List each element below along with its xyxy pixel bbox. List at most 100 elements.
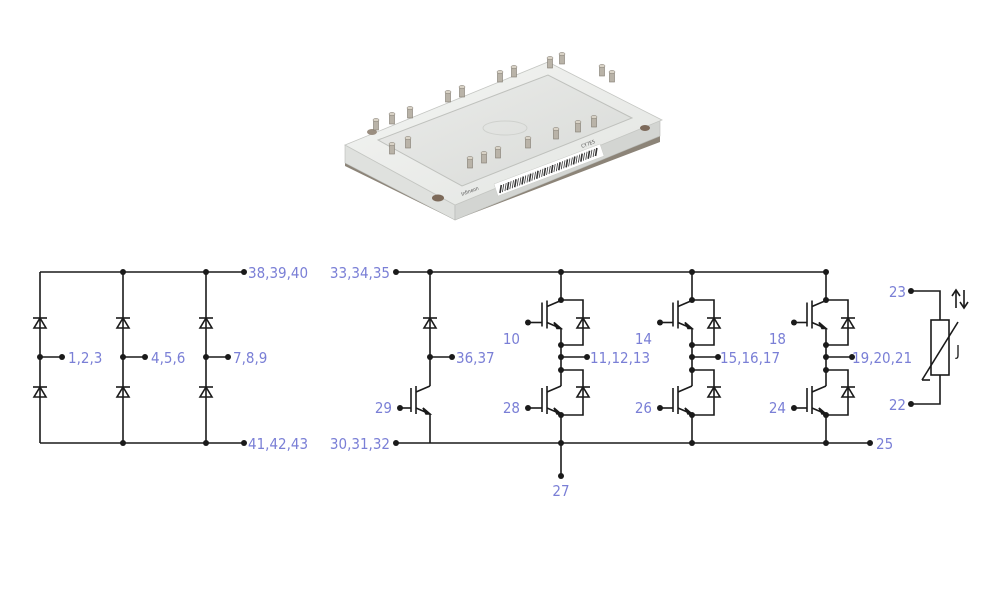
pin-top: [458, 85, 466, 89]
module-pins: [372, 52, 616, 169]
brake-leg: [400, 272, 452, 443]
low-side-igbt: [528, 357, 564, 443]
barcode-bar: [570, 157, 573, 166]
collector-diag: [415, 385, 431, 393]
barcode: [499, 147, 598, 194]
barcode-bar: [509, 181, 512, 190]
label-ntc-top: 23: [889, 283, 906, 301]
collector-diag: [811, 385, 827, 393]
high-freewheel-diode: [840, 316, 856, 329]
phase-junction: [37, 354, 43, 360]
emitter-arrow: [818, 321, 829, 330]
leg-mid-junction: [689, 354, 695, 360]
upper-diode: [32, 316, 48, 329]
diode-junction: [823, 297, 829, 303]
low-freewheel-diode: [706, 385, 722, 398]
label-leg1-output: 11,12,13: [590, 349, 650, 367]
high-diode-loop: [561, 299, 584, 346]
bottom-terminal-dot: [558, 473, 564, 479]
barcode-bar: [592, 148, 595, 157]
brake-output-dot: [449, 354, 455, 360]
upper-diode: [198, 316, 214, 329]
label-leg1-gate-high: 10: [503, 330, 520, 348]
collector-diag: [546, 385, 562, 393]
barcode-bar: [543, 167, 547, 177]
barcode-bar: [568, 158, 571, 167]
diode-triangle: [840, 385, 856, 398]
gate-terminal-dot: [397, 405, 403, 411]
diode-junction: [823, 412, 829, 418]
ntc-wire-top: [911, 290, 941, 320]
barcode-bar: [516, 178, 519, 187]
diode-junction: [823, 342, 829, 348]
gate-terminal-dot: [791, 405, 797, 411]
rect-bottom-terminal-dot: [241, 440, 247, 446]
low-freewheel-diode: [840, 385, 856, 398]
diode-triangle: [115, 385, 131, 398]
pin-top: [546, 56, 554, 60]
label-leg2-output: 15,16,17: [720, 349, 780, 367]
top-rail-junction: [203, 269, 209, 275]
low-side-igbt: [794, 357, 829, 443]
low-diode-loop: [561, 369, 584, 416]
pin-top: [608, 70, 616, 74]
barcode-bar: [563, 160, 566, 169]
pin-top: [406, 106, 414, 110]
phase-junction: [203, 354, 209, 360]
barcode-bar: [524, 175, 527, 184]
label-emitter-sense: 25: [876, 435, 893, 453]
barcode-bar: [572, 156, 576, 165]
barcode-bar: [526, 174, 529, 183]
pin-top: [524, 136, 532, 140]
ntc-top-dot: [908, 288, 914, 294]
brake-bottom-terminal-dot: [393, 440, 399, 446]
barcode-bar: [531, 172, 534, 181]
phase-terminal-dot: [142, 354, 148, 360]
collector-diag: [677, 385, 693, 393]
high-freewheel-diode: [575, 316, 591, 329]
ntc-bottom-dot: [908, 401, 914, 407]
terminal-labels: 38,39,40 41,42,43 1,2,3 4,5,6 7,8,9 33,3…: [68, 264, 960, 500]
pin-top: [598, 64, 606, 68]
diode-junction: [558, 342, 564, 348]
emitter-arrow: [684, 321, 695, 330]
barcode-bar: [555, 163, 559, 172]
marking-text: CY7E5: [581, 139, 597, 150]
diode-triangle: [32, 316, 48, 329]
output-terminal-dot: [715, 354, 721, 360]
barcode-bar: [513, 179, 517, 188]
label-leg3-gate-high: 18: [769, 330, 786, 348]
leg-mid-junction: [558, 354, 564, 360]
diode-triangle: [32, 385, 48, 398]
barcode-bar: [511, 180, 514, 189]
label-ntc-symbol: J: [955, 342, 960, 360]
barcode-bar: [506, 182, 510, 191]
diode-junction: [689, 367, 695, 373]
ntc-body: [930, 319, 950, 376]
top-rail-junction: [120, 269, 126, 275]
barcode-bar: [578, 154, 581, 163]
barcode-bar: [558, 162, 561, 171]
barcode-bar: [580, 153, 583, 162]
ntc-wire-bottom: [911, 375, 941, 405]
pin-top: [496, 70, 504, 74]
barcode-bar: [548, 165, 551, 175]
barcode-bar: [546, 166, 549, 176]
lid-mark: [482, 120, 528, 136]
barcode-bar: [560, 161, 563, 170]
label-leg2-gate-high: 14: [635, 330, 652, 348]
phase-terminal-dot: [225, 354, 231, 360]
pin-top: [466, 156, 474, 160]
phase-terminal-dot: [59, 354, 65, 360]
diode-triangle: [198, 385, 214, 398]
emitter-sense-terminal-dot: [867, 440, 873, 446]
diode-junction: [558, 367, 564, 373]
label-leg1-gate-low: 28: [503, 399, 520, 417]
leg-bottom-junction: [558, 440, 564, 446]
diode-junction: [558, 297, 564, 303]
barcode-bar: [594, 147, 598, 157]
barcode-bar: [590, 149, 593, 158]
barcode-bar: [502, 183, 505, 193]
diode-junction: [823, 367, 829, 373]
